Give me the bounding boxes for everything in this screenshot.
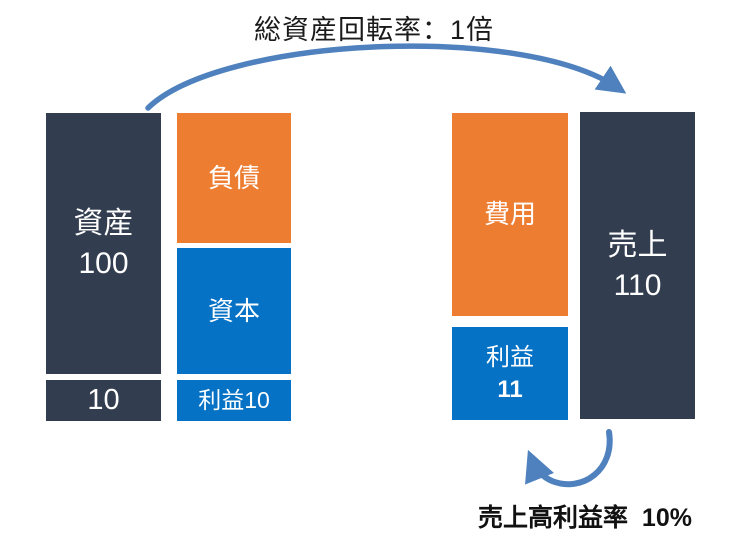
profit-10-block: 利益10	[177, 380, 291, 421]
profit-margin-curve-arrow	[525, 429, 613, 488]
assets-profit-value: 10	[87, 384, 120, 417]
sales-block: 売上 110	[580, 112, 695, 419]
sales-label: 売上	[607, 228, 668, 262]
profit-11-value: 11	[497, 375, 523, 403]
turnover-arc-arrow	[145, 43, 627, 111]
assets-label: 資産	[73, 206, 134, 240]
expenses-label: 費用	[483, 199, 536, 230]
sales-value: 110	[613, 268, 662, 302]
assets-block: 資産 100	[46, 113, 161, 374]
equity-label: 資本	[207, 295, 260, 326]
profit-11-label: 利益	[486, 343, 534, 371]
equity-block: 資本	[177, 248, 291, 374]
profit-margin-caption: 売上高利益率 10%	[478, 504, 692, 532]
liabilities-label: 負債	[207, 162, 260, 193]
turnover-ratio-title: 総資産回転率：1倍	[253, 15, 495, 45]
profit-10-label: 利益10	[198, 387, 270, 414]
assets-profit-block: 10	[46, 380, 161, 421]
expenses-block: 費用	[452, 113, 568, 316]
assets-value: 100	[78, 246, 129, 280]
profit-11-block: 利益 11	[452, 327, 568, 420]
liabilities-block: 負債	[177, 113, 291, 243]
